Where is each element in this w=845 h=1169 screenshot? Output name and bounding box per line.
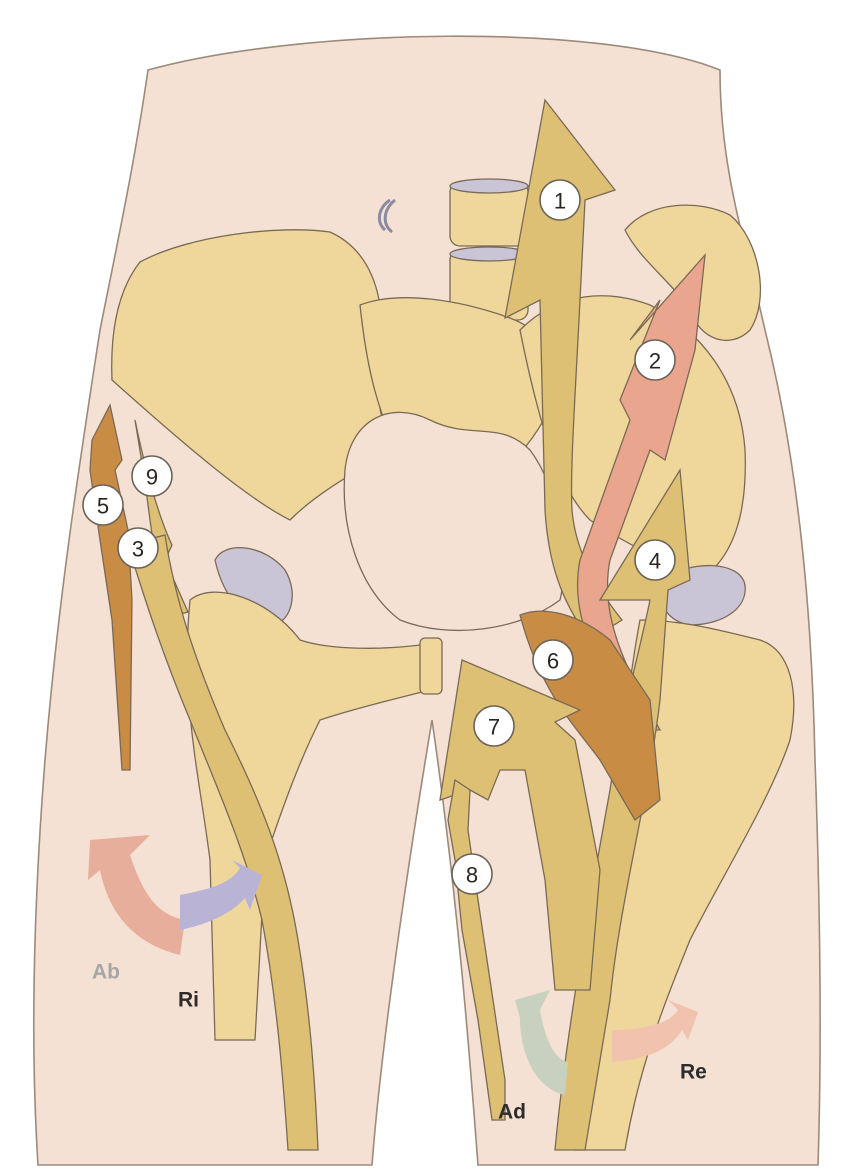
- label-7: 7: [474, 706, 514, 746]
- label-2: 2: [635, 340, 675, 380]
- label-5-text: 5: [97, 494, 109, 519]
- label-9-text: 9: [146, 465, 158, 490]
- abduction-label: Ab: [92, 961, 120, 984]
- label-2-text: 2: [649, 349, 661, 374]
- label-3: 3: [118, 528, 158, 568]
- internal-rotation-label: Ri: [178, 989, 199, 1012]
- label-9: 9: [132, 456, 172, 496]
- pubic-symphysis: [420, 638, 442, 694]
- label-4: 4: [635, 540, 675, 580]
- label-8-text: 8: [466, 863, 478, 888]
- label-7-text: 7: [488, 715, 500, 740]
- adduction-label: Ad: [498, 1101, 526, 1124]
- label-1-text: 1: [554, 189, 566, 214]
- label-6: 6: [533, 640, 573, 680]
- label-4-text: 4: [649, 549, 661, 574]
- label-8: 8: [452, 854, 492, 894]
- label-6-text: 6: [547, 649, 559, 674]
- label-1: 1: [540, 180, 580, 220]
- external-rotation-label: Re: [680, 1061, 707, 1084]
- label-5: 5: [83, 485, 123, 525]
- label-3-text: 3: [132, 537, 144, 562]
